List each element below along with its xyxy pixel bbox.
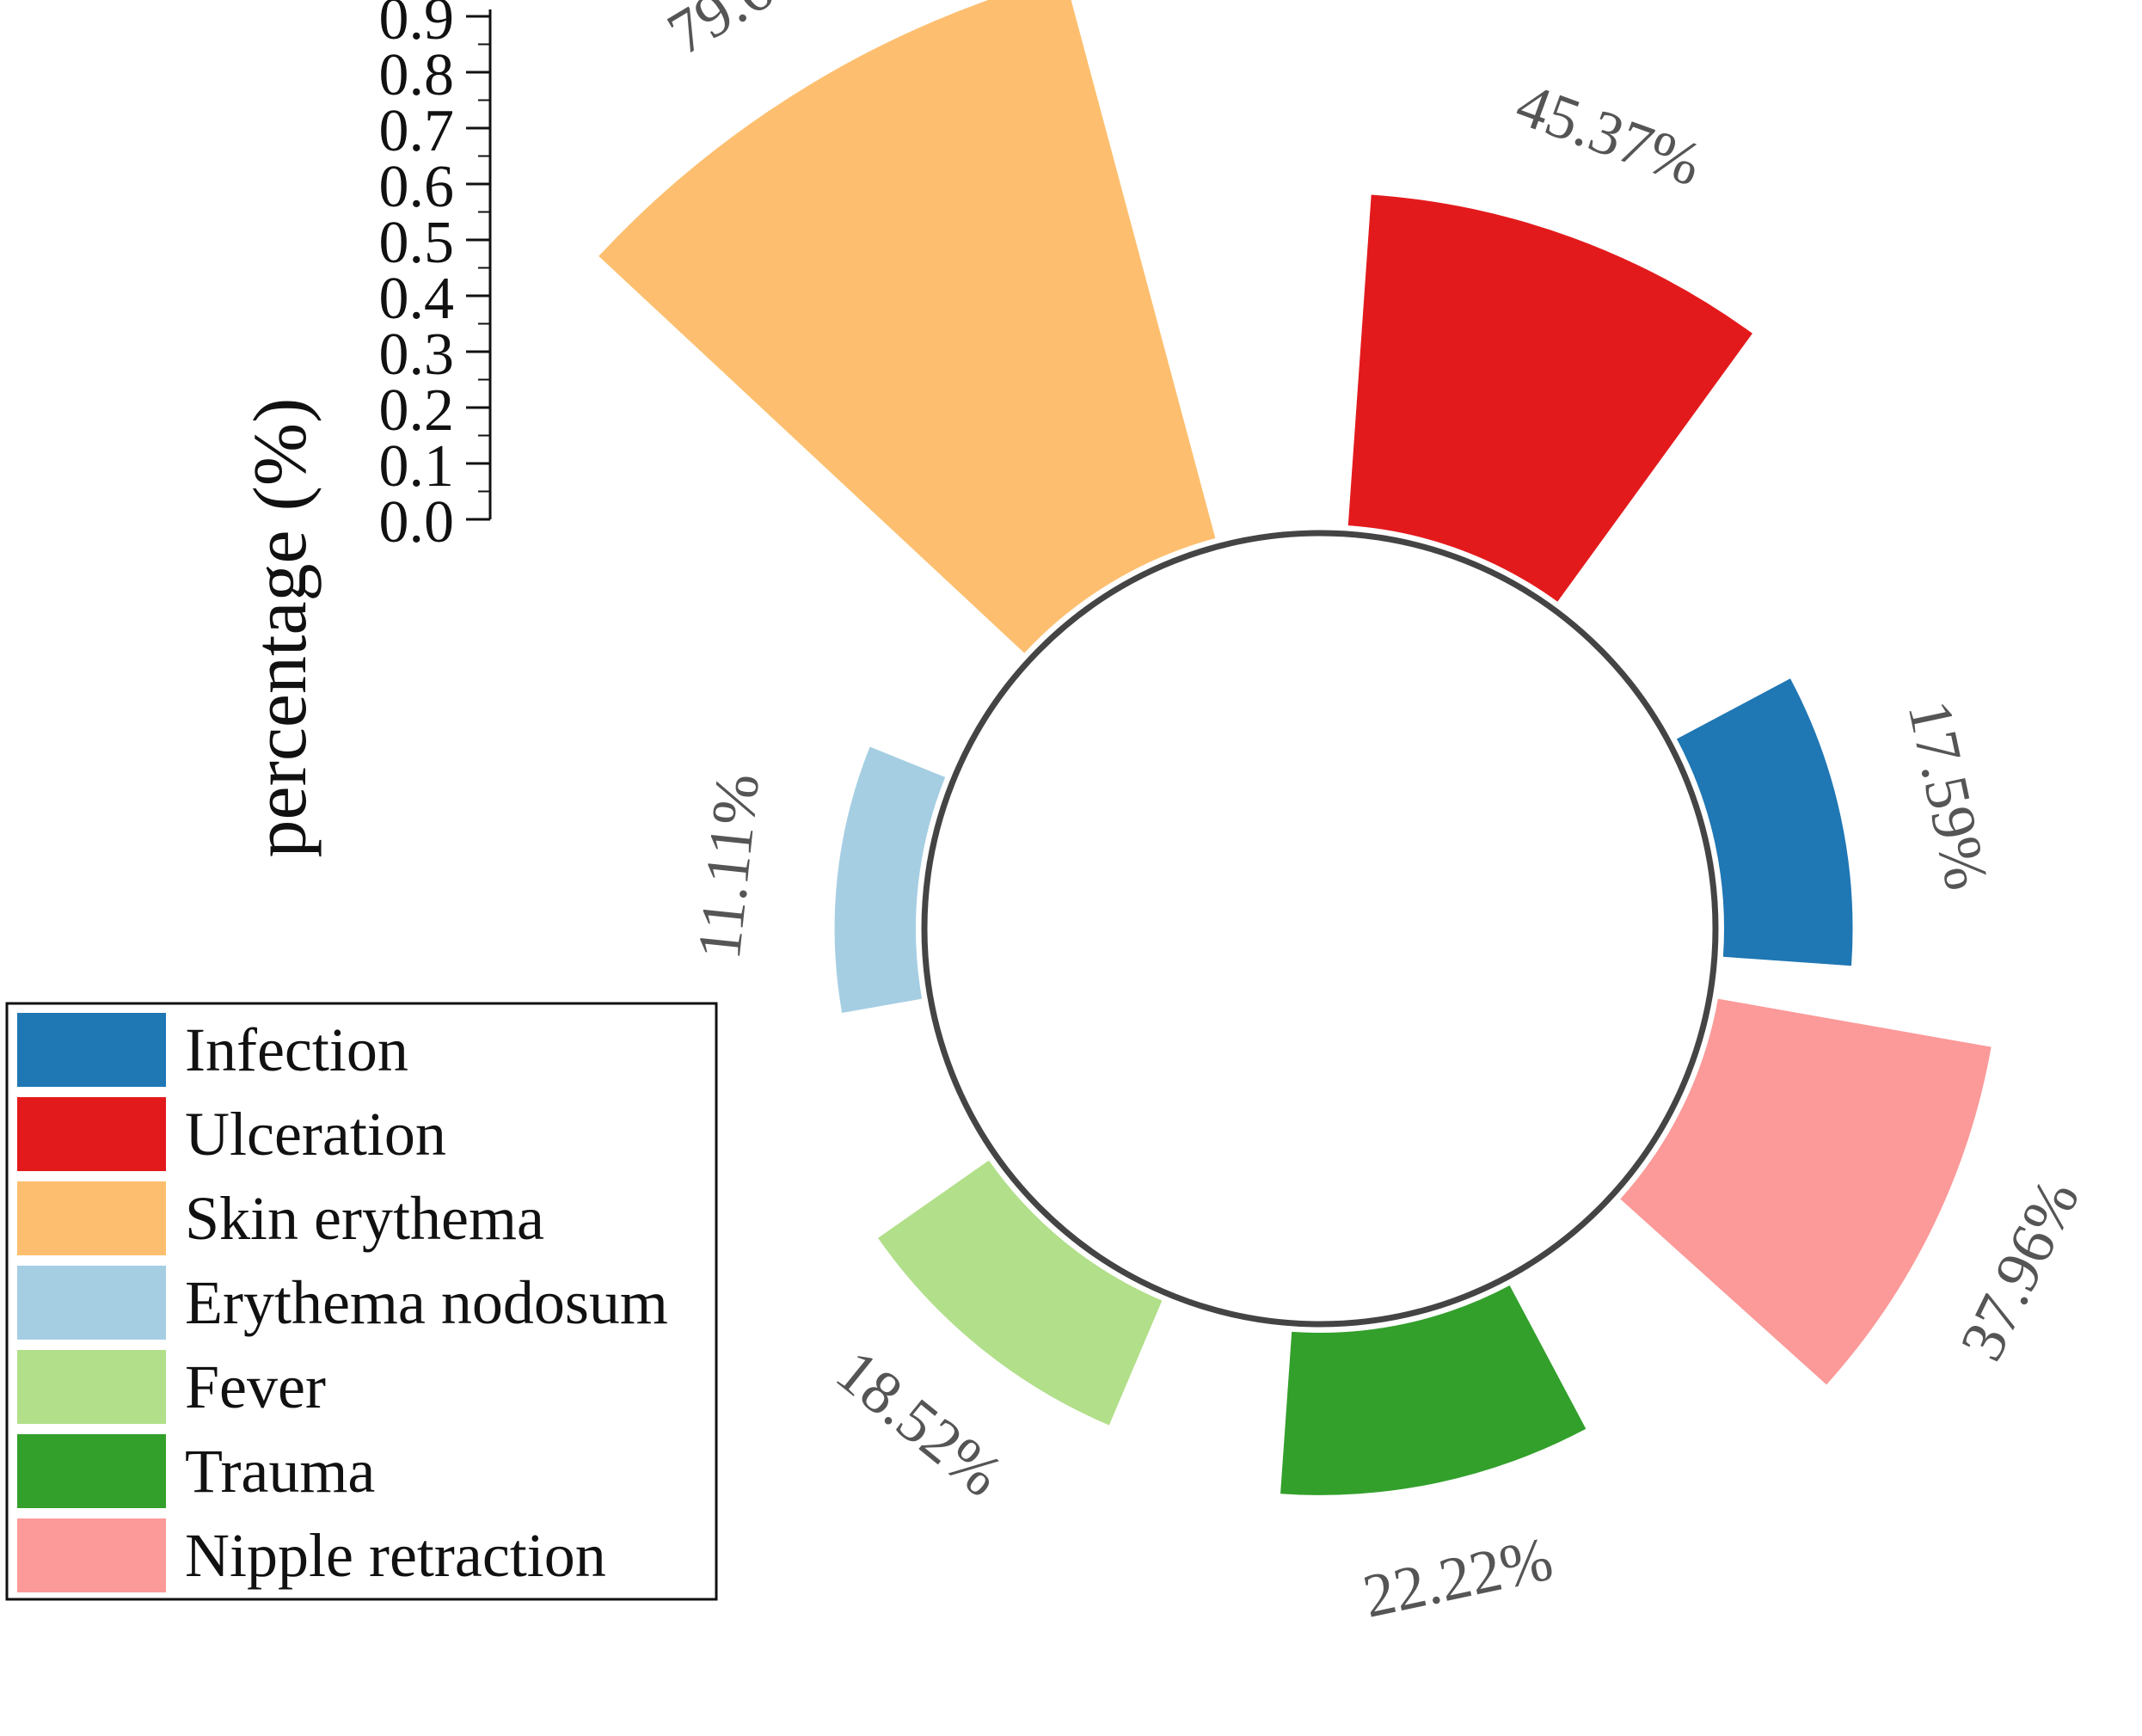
- y-tick-label: 0.2: [379, 377, 455, 444]
- y-tick-label: 0.3: [379, 322, 455, 388]
- legend-swatch-nipple-retraction: [17, 1518, 166, 1592]
- y-axis: 0.00.10.20.30.40.50.60.70.80.9 percentage…: [239, 0, 492, 858]
- legend-label-trauma: Trauma: [185, 1437, 375, 1506]
- value-label-nipple-retraction: 37.96%: [1947, 1169, 2092, 1371]
- bar-skin-erythema: [598, 0, 1216, 653]
- y-tick-label: 0.4: [379, 266, 455, 332]
- bar-ulceration: [1347, 194, 1752, 602]
- value-label-skin-erythema: 79.63%: [656, 0, 855, 68]
- bars: [598, 0, 1992, 1495]
- legend-label-fever: Fever: [185, 1353, 326, 1421]
- legend-label-nipple-retraction: Nipple retraction: [185, 1521, 606, 1590]
- bar-infection: [1676, 678, 1853, 966]
- legend-swatch-skin-erythema: [17, 1181, 166, 1255]
- legend-label-ulceration: Ulceration: [185, 1100, 446, 1169]
- y-tick-label: 0.6: [379, 154, 455, 220]
- y-tick-label: 0.7: [379, 98, 455, 164]
- legend-swatch-ulceration: [17, 1097, 166, 1171]
- legend-swatch-erythema-nodosum: [17, 1266, 166, 1340]
- value-label-fever: 18.52%: [824, 1336, 1016, 1510]
- legend-swatch-fever: [17, 1350, 166, 1424]
- bar-erythema-nodosum: [834, 746, 946, 1014]
- y-tick-label: 0.1: [379, 433, 455, 500]
- legend-label-infection: Infection: [185, 1015, 408, 1084]
- legend-swatch-infection: [17, 1013, 166, 1087]
- legend-label-skin-erythema: Skin erythema: [185, 1184, 544, 1253]
- value-label-erythema-nodosum: 11.11%: [684, 770, 772, 963]
- value-label-infection: 17.59%: [1894, 695, 2001, 896]
- value-label-ulceration: 45.37%: [1507, 70, 1710, 199]
- y-axis-title: percentage (%): [239, 398, 322, 858]
- center-ring: [921, 530, 1719, 1328]
- bar-nipple-retraction: [1620, 998, 1992, 1385]
- y-tick-label: 0.8: [379, 42, 455, 108]
- legend-swatch-trauma: [17, 1434, 166, 1508]
- value-label-trauma: 22.22%: [1357, 1524, 1558, 1630]
- y-tick-label: 0.0: [379, 489, 455, 555]
- y-tick-label: 0.9: [379, 0, 455, 52]
- y-tick-label: 0.5: [379, 210, 455, 276]
- bar-trauma: [1280, 1285, 1587, 1495]
- legend-label-erythema-nodosum: Erythema nodosum: [185, 1268, 668, 1337]
- bar-fever: [878, 1160, 1163, 1426]
